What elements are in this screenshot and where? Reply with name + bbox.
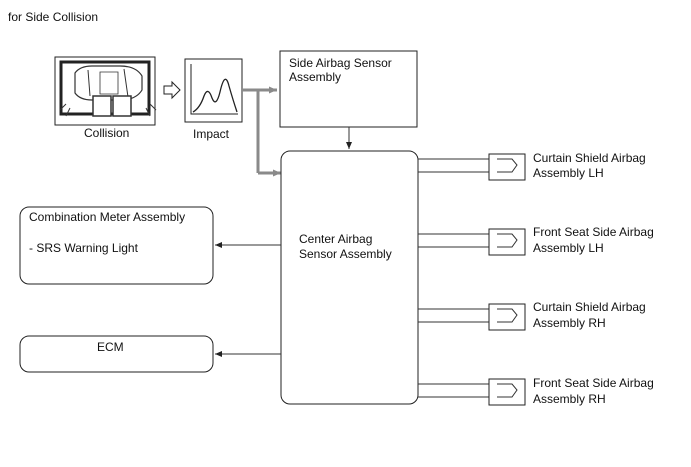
ecm-label: ECM xyxy=(97,340,124,354)
impact-signal-arrows xyxy=(242,86,281,177)
collision-car-icon xyxy=(54,56,157,126)
airbag-output-4 xyxy=(418,378,526,406)
side-sensor-label-line2: Assembly xyxy=(289,70,341,84)
flow-arrow-icon xyxy=(163,80,181,100)
airbag-output-3 xyxy=(418,303,526,331)
airbag-3-line2: Assembly RH xyxy=(533,316,606,330)
airbag-3-line1: Curtain Shield Airbag xyxy=(533,300,646,314)
impact-graph-icon xyxy=(184,58,243,123)
airbag-4-line1: Front Seat Side Airbag xyxy=(533,376,654,390)
airbag-2-line2: Assembly LH xyxy=(533,241,604,255)
airbag-4-line2: Assembly RH xyxy=(533,392,606,406)
meter-label-line2: - SRS Warning Light xyxy=(29,241,139,255)
airbag-output-1 xyxy=(418,153,526,181)
ecm-box xyxy=(19,335,214,373)
center-sensor-label-line2: Sensor Assembly xyxy=(299,247,392,261)
airbag-1-line1: Curtain Shield Airbag xyxy=(533,151,646,165)
airbag-2-line1: Front Seat Side Airbag xyxy=(533,225,654,239)
side-airbag-sensor-box xyxy=(279,50,418,128)
center-airbag-sensor-box xyxy=(280,150,419,405)
airbag-output-2 xyxy=(418,228,526,256)
impact-label: Impact xyxy=(193,127,230,141)
diagram-title: for Side Collision xyxy=(8,10,98,24)
center-sensor-label-line1: Center Airbag xyxy=(299,232,372,246)
collision-label: Collision xyxy=(84,126,129,140)
airbag-1-line2: Assembly LH xyxy=(533,166,604,180)
meter-label-line1: Combination Meter Assembly xyxy=(29,210,185,224)
side-sensor-label-line1: Side Airbag Sensor xyxy=(289,56,392,70)
combination-meter-box xyxy=(19,206,214,285)
